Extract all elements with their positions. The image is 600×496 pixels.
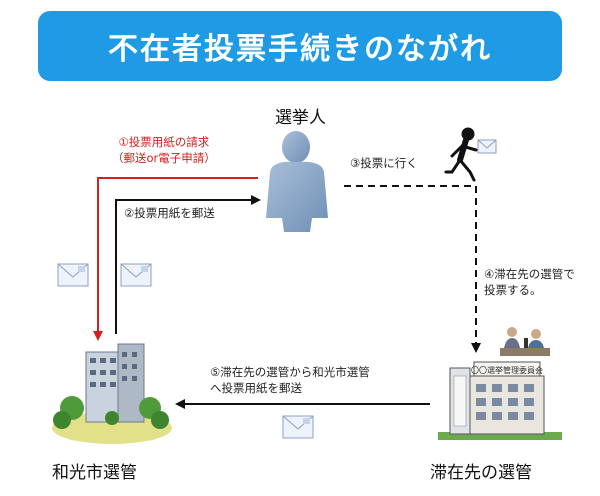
- step3-label: ③投票に行く: [350, 156, 418, 170]
- building-sign-text: 〇〇選挙管理委員会: [471, 365, 543, 375]
- mail-ballot-arrow: [115, 195, 261, 334]
- voting-counter-icon: [500, 327, 550, 356]
- go-vote-dashed-arrow: [344, 185, 481, 353]
- title-banner: 不在者投票手続きのながれ: [38, 11, 562, 81]
- step1-line2: （郵送or電子申請）: [112, 151, 216, 165]
- envelope-icon: [477, 139, 497, 154]
- stay-location-office-building-icon: 〇〇選挙管理委員会: [438, 361, 562, 440]
- wako-city-office-building-icon: [52, 343, 172, 444]
- wako-office-label: 和光市選管: [52, 463, 137, 483]
- stay-office-label: 滞在先の選管: [430, 463, 532, 483]
- step4-label: ④滞在先の選管で 投票する。: [484, 266, 575, 298]
- step5-line1: ⑤滞在先の選管から和光市選管: [210, 365, 370, 379]
- step1-label: ①投票用紙の請求 （郵送or電子申請）: [112, 134, 216, 166]
- step4-line2: 投票する。: [484, 283, 542, 297]
- walking-person-icon: [444, 127, 478, 182]
- step5-line2: へ投票用紙を郵送: [210, 381, 302, 395]
- envelope-icon: [57, 263, 89, 287]
- step2-label: ②投票用紙を郵送: [124, 206, 215, 220]
- voter-label: 選挙人: [275, 108, 326, 128]
- envelope-icon: [282, 415, 314, 439]
- page-title: 不在者投票手続きのながれ: [108, 32, 492, 67]
- voter-person-icon: [266, 131, 328, 232]
- step4-line1: ④滞在先の選管で: [484, 267, 575, 281]
- step5-label: ⑤滞在先の選管から和光市選管 へ投票用紙を郵送: [210, 364, 370, 396]
- envelope-icon: [120, 263, 152, 287]
- step1-line1: ①投票用紙の請求: [118, 135, 210, 149]
- request-arrow: [93, 177, 258, 341]
